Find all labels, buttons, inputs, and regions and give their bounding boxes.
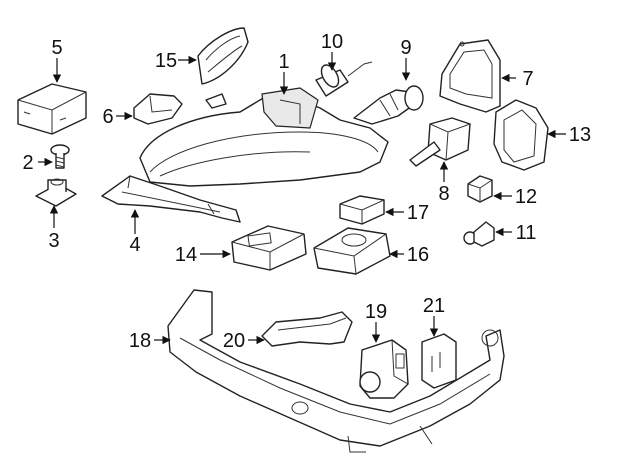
- callout-13: 13: [569, 124, 591, 146]
- callout-1: 1: [278, 51, 289, 73]
- part-19-socket-housing: [359, 339, 409, 399]
- callout-3: 3: [48, 230, 59, 252]
- part-21-bracket-plate: [421, 333, 457, 389]
- leader-lines: [38, 52, 566, 345]
- part-2-screw: [50, 144, 70, 169]
- part-11-push-bulb: [463, 221, 495, 247]
- part-6-trim: [133, 93, 183, 125]
- part-20-duct: [261, 311, 353, 347]
- part-3-clip-nut: [35, 178, 77, 207]
- callout-8: 8: [438, 183, 449, 205]
- part-14-control-module: [231, 225, 307, 271]
- part-10-bulb: [315, 61, 373, 97]
- callout-18: 18: [129, 330, 151, 352]
- callout-19: 19: [365, 301, 387, 323]
- part-8-igniter: [409, 117, 471, 167]
- part-18-support-bracket: [167, 289, 505, 453]
- callout-16: 16: [407, 244, 429, 266]
- callout-6: 6: [102, 106, 113, 128]
- callout-15: 15: [155, 50, 177, 72]
- part-16-ballast: [313, 227, 391, 275]
- part-1-headlamp: [139, 87, 389, 187]
- callout-14: 14: [175, 244, 197, 266]
- callout-labels: 5 2 3 4 6 15 1 10 9 7 13 8 12 11 17 14 1…: [22, 31, 591, 352]
- callout-21: 21: [423, 295, 445, 317]
- callout-5: 5: [51, 37, 62, 59]
- part-15-cover: [197, 27, 249, 85]
- callout-2: 2: [22, 152, 33, 174]
- part-12-socket: [467, 175, 493, 203]
- part-7-frame: [439, 39, 501, 113]
- part-5-module-box: [17, 83, 87, 135]
- callout-4: 4: [129, 234, 140, 256]
- part-17-module: [339, 195, 385, 225]
- callout-11: 11: [516, 222, 537, 244]
- callout-12: 12: [515, 186, 537, 208]
- part-9-bulb: [353, 85, 424, 125]
- callout-7: 7: [522, 68, 533, 90]
- part-13-cap: [493, 99, 549, 171]
- callout-10: 10: [321, 31, 343, 53]
- callout-9: 9: [400, 37, 411, 59]
- callout-20: 20: [223, 330, 245, 352]
- callout-17: 17: [407, 202, 429, 224]
